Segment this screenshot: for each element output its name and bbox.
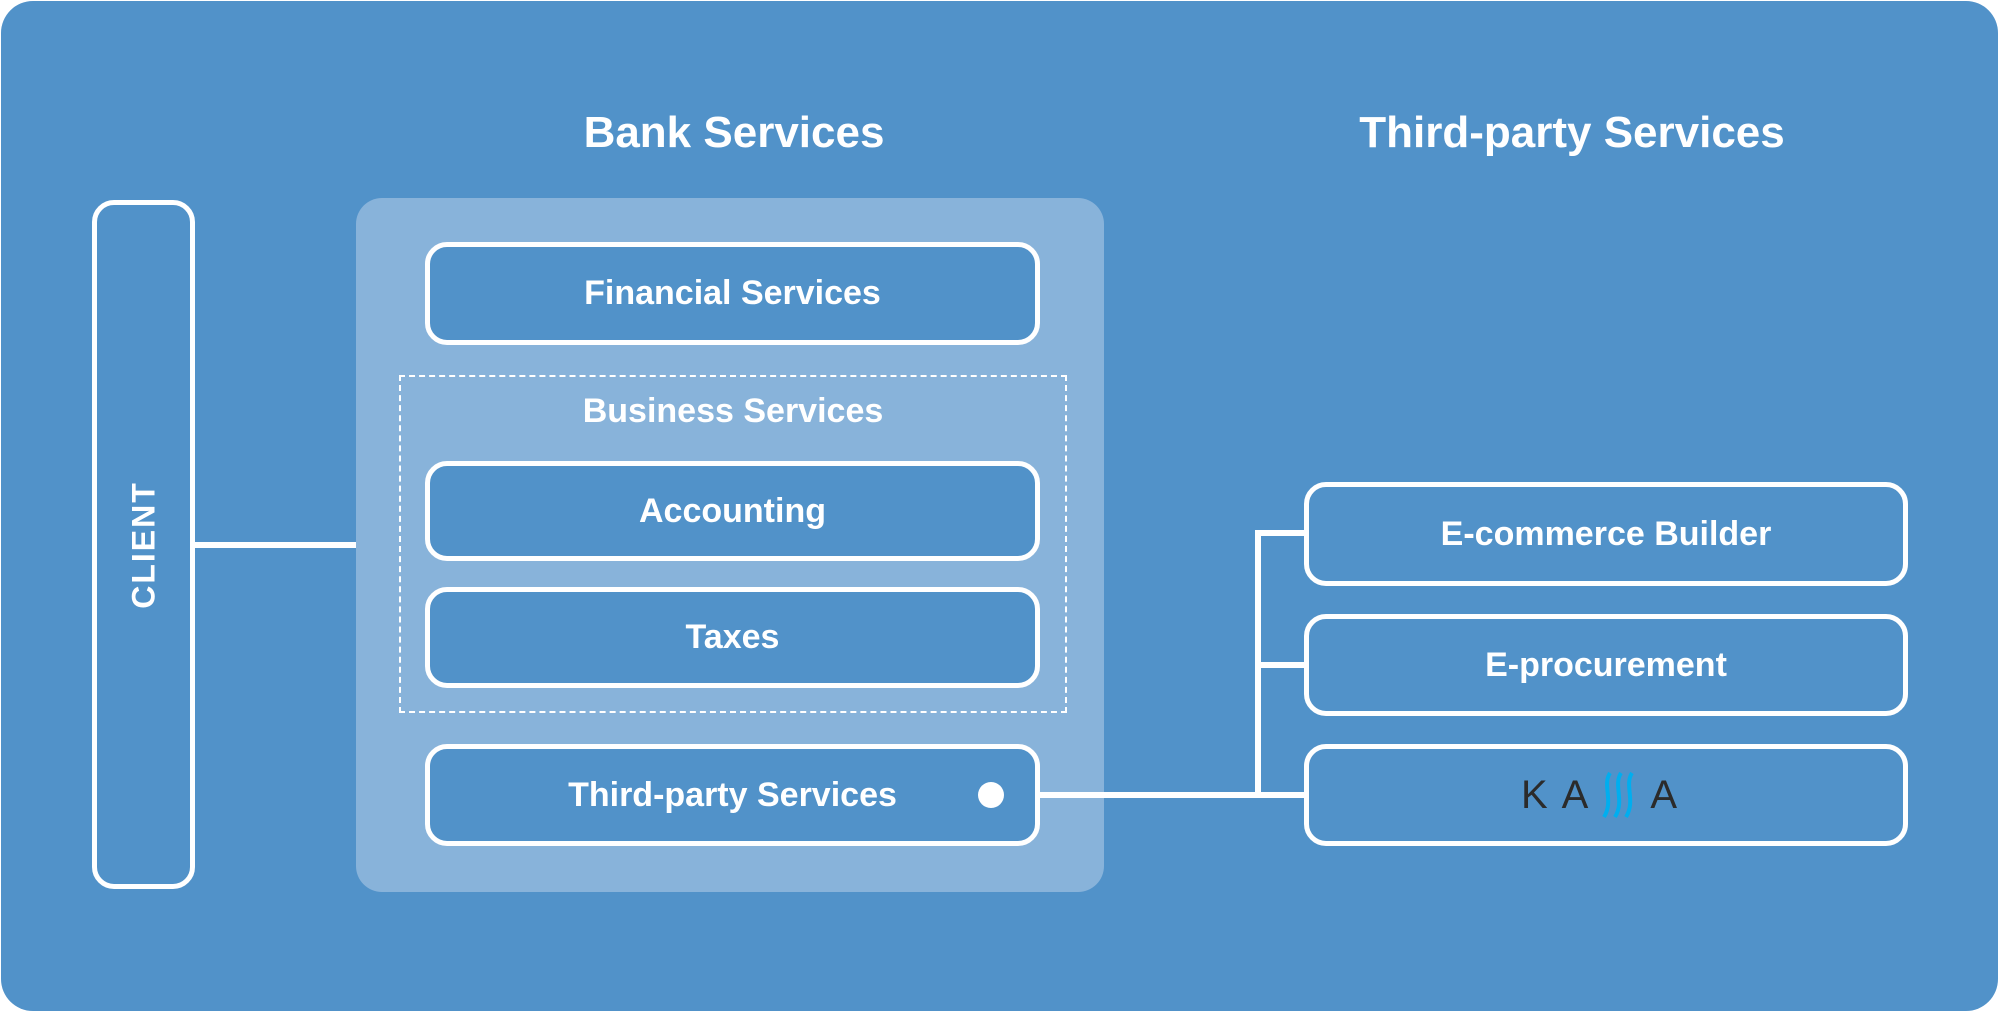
bank-services-title: Bank Services <box>583 108 885 157</box>
client-box[interactable]: CLIENT <box>92 200 195 889</box>
financial-services-label: Financial Services <box>584 274 881 312</box>
financial-services-box[interactable]: Financial Services <box>425 242 1040 345</box>
client-label: CLIENT <box>125 480 161 609</box>
business-services-group <box>399 375 1067 713</box>
client-connector <box>195 542 356 548</box>
third-party-services-label: Third-party Services <box>568 775 897 814</box>
business-services-label: Business Services <box>582 392 884 430</box>
taxes-box[interactable]: Taxes <box>425 587 1040 688</box>
third-party-services-title: Third-party Services <box>1359 108 1785 157</box>
taxes-label: Taxes <box>685 618 780 656</box>
accounting-box[interactable]: Accounting <box>425 461 1040 561</box>
branch-ecommerce <box>1255 530 1304 536</box>
ecommerce-builder-label: E-commerce Builder <box>1440 514 1772 553</box>
branch-eprocurement <box>1255 662 1304 668</box>
accounting-label: Accounting <box>639 491 826 530</box>
eprocurement-label: E-procurement <box>1485 645 1727 684</box>
eprocurement-box[interactable]: E-procurement <box>1304 614 1908 716</box>
third-party-connector <box>1040 792 1304 798</box>
third-party-services-box[interactable]: Third-party Services <box>425 744 1040 846</box>
kassa-waves-icon <box>1602 771 1635 819</box>
connector-dot-icon <box>978 782 1004 808</box>
ecommerce-builder-box[interactable]: E-commerce Builder <box>1304 482 1908 586</box>
